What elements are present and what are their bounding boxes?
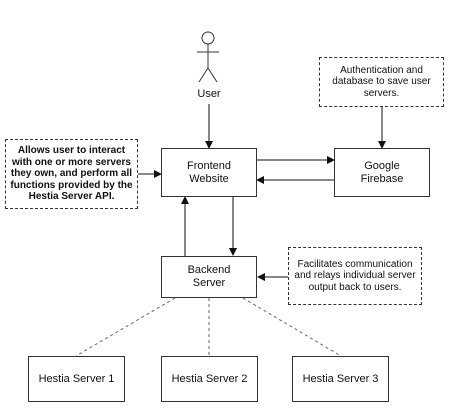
user-actor-icon (197, 31, 219, 83)
edge-backend-to-hestia1 (75, 297, 176, 357)
hestia-server-2-label: Hestia Server 2 (171, 372, 248, 385)
firebase-description-note: Authentication and database to save user… (319, 57, 444, 107)
hestia-server-1-label: Hestia Server 1 (38, 372, 115, 385)
hestia-server-1-node: Hestia Server 1 (28, 356, 125, 402)
firebase-description-text: Authentication and database to save user… (332, 64, 431, 99)
google-firebase-node: Google Firebase (334, 148, 430, 197)
backend-description-note: Facilitates communication and relays ind… (288, 247, 422, 305)
hestia-server-3-label: Hestia Server 3 (302, 372, 379, 385)
backend-server-label: Backend Server (187, 264, 231, 289)
user-label: User (197, 88, 221, 100)
frontend-website-label: Frontend Website (186, 159, 232, 185)
frontend-description-text: Allows user to interact with one or more… (10, 145, 133, 203)
hestia-server-2-node: Hestia Server 2 (161, 356, 258, 402)
hestia-server-3-node: Hestia Server 3 (292, 356, 389, 402)
backend-description-text: Facilitates communication and relays ind… (294, 258, 416, 293)
edge-backend-to-hestia3 (242, 297, 342, 357)
frontend-description-note: Allows user to interact with one or more… (5, 139, 138, 209)
backend-server-node: Backend Server (161, 256, 257, 298)
frontend-website-node: Frontend Website (161, 148, 257, 197)
google-firebase-label: Google Firebase (360, 159, 404, 185)
